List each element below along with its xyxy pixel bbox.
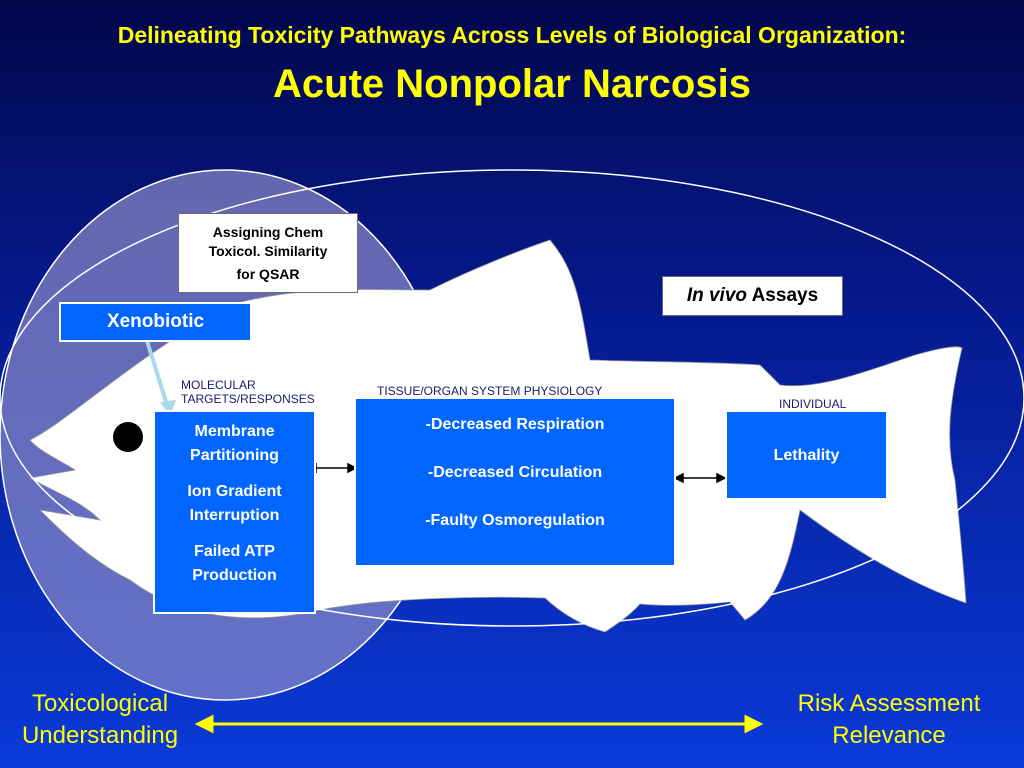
- in-vivo-italic: In vivo: [686, 285, 748, 306]
- qsar-line-3: for QSAR: [236, 266, 300, 282]
- xenobiotic-arrowhead: [160, 400, 176, 416]
- molecular-label-2: TARGETS/RESPONSES: [181, 392, 315, 406]
- arrow-tissue-individual: [673, 472, 727, 484]
- tissue-item-3: -Faulty Osmoregulation: [425, 512, 605, 529]
- individual-label: INDIVIDUAL: [779, 397, 847, 411]
- molecular-item-1b: Partitioning: [190, 447, 279, 464]
- bottom-left-line-1: Toxicological: [31, 690, 169, 717]
- in-vivo-box: In vivo Assays: [662, 276, 843, 316]
- qsar-box: Assigning Chem Toxicol. Similarity for Q…: [178, 213, 358, 293]
- bottom-right-line-2: Relevance: [832, 722, 946, 749]
- bottom-left-line-2: Understanding: [21, 722, 179, 749]
- molecular-item-3a: Failed ATP: [194, 543, 275, 560]
- individual-box: Lethality: [725, 410, 888, 500]
- molecular-label: MOLECULAR TARGETS/RESPONSES: [181, 378, 315, 406]
- molecular-item-1a: Membrane: [194, 423, 275, 440]
- molecular-label-1: MOLECULAR: [181, 378, 256, 392]
- xenobiotic-connector: [145, 340, 170, 409]
- xenobiotic-box: Xenobiotic: [59, 302, 252, 342]
- molecular-box: Membrane Partitioning Ion Gradient Inter…: [153, 410, 316, 614]
- molecular-item-3b: Production: [192, 567, 277, 584]
- tissue-label: TISSUE/ORGAN SYSTEM PHYSIOLOGY: [377, 384, 603, 398]
- bottom-left-label: Toxicological Understanding: [0, 688, 200, 752]
- tissue-item-1: -Decreased Respiration: [425, 416, 605, 433]
- bottom-double-arrow: [194, 714, 764, 734]
- bottom-right-label: Risk Assessment Relevance: [762, 688, 1016, 752]
- organism-ellipse: [0, 169, 1024, 627]
- page-subtitle: Acute Nonpolar Narcosis: [273, 62, 751, 106]
- page-title: Delineating Toxicity Pathways Across Lev…: [117, 22, 907, 48]
- tissue-box: -Decreased Respiration -Decreased Circul…: [354, 397, 676, 567]
- tissue-item-2: -Decreased Circulation: [427, 464, 603, 481]
- molecular-item-2b: Interruption: [189, 507, 280, 524]
- in-vivo-rest: Assays: [747, 285, 819, 306]
- qsar-line-2: Toxicol. Similarity: [208, 243, 328, 259]
- molecular-item-2a: Ion Gradient: [187, 483, 282, 500]
- qsar-line-1: Assigning Chem: [212, 224, 324, 240]
- fish-eye: [113, 422, 143, 452]
- bottom-right-line-1: Risk Assessment: [797, 690, 981, 717]
